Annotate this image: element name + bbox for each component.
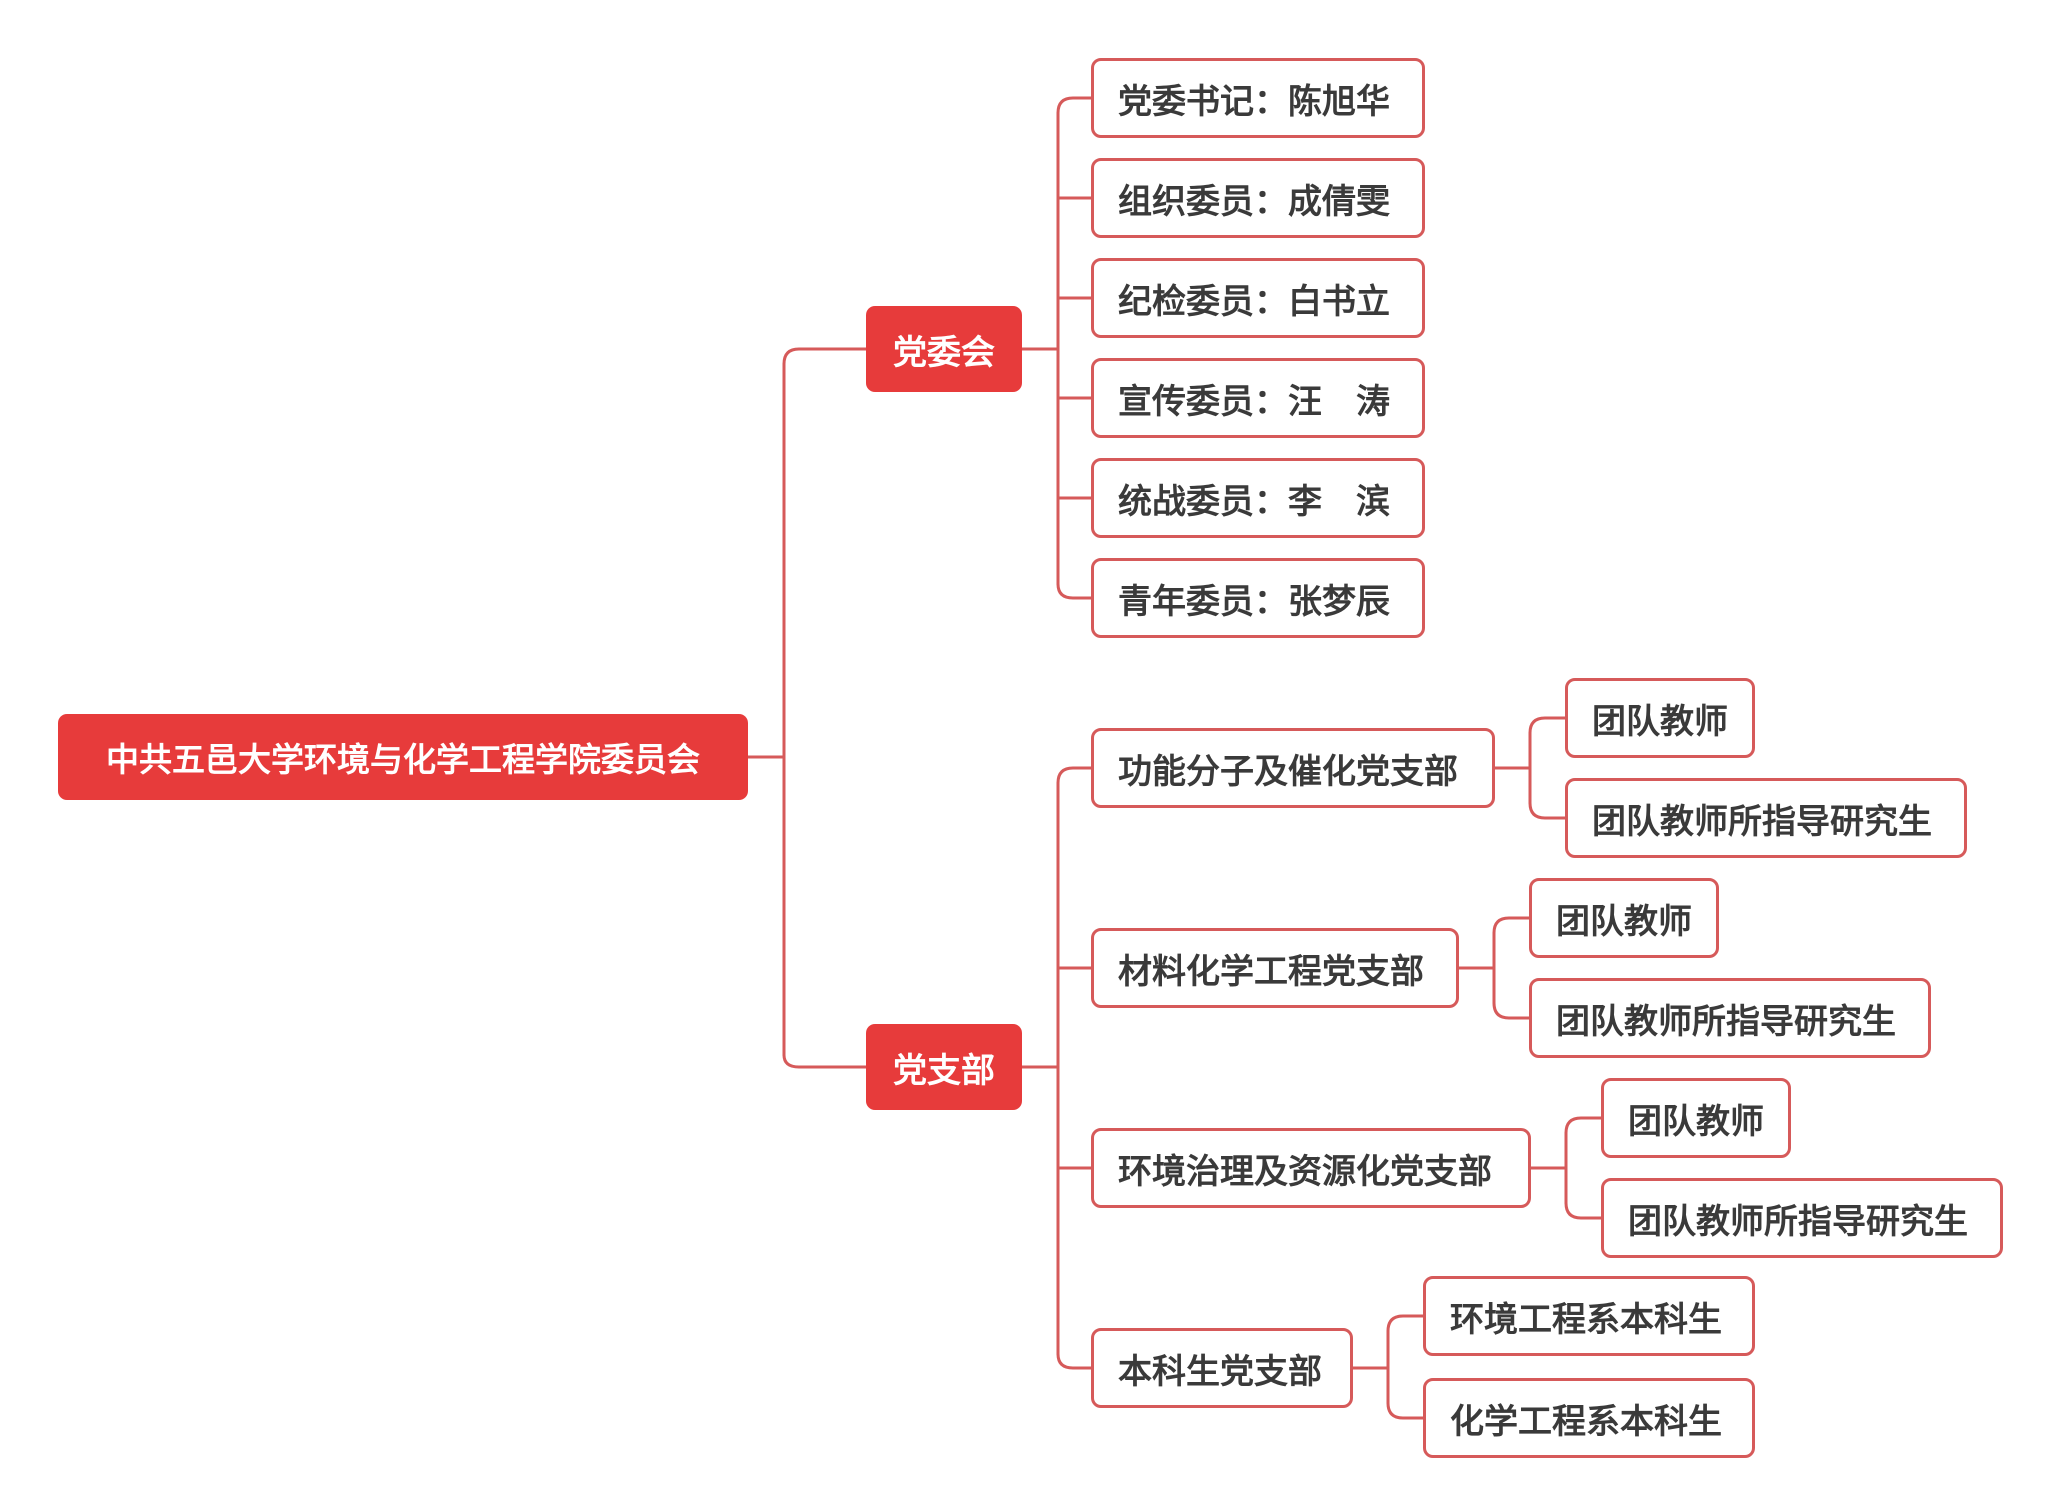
member-label: 统战委员：李 滨	[1118, 481, 1390, 522]
committee-member-node[interactable]: 青年委员：张梦辰	[1091, 558, 1425, 638]
member-label: 组织委员：成倩雯	[1118, 181, 1390, 222]
connector-line	[1528, 801, 1567, 820]
branch-label: 功能分子及催化党支部	[1118, 751, 1458, 792]
committee-member-node[interactable]: 组织委员：成倩雯	[1091, 158, 1425, 238]
branch-child-label: 环境工程系本科生	[1450, 1299, 1722, 1340]
committee-node[interactable]: 党委会	[866, 306, 1022, 392]
connector-line	[1564, 1116, 1603, 1135]
branch-node-undergraduate[interactable]: 本科生党支部	[1091, 1328, 1353, 1408]
connector-line	[1056, 582, 1093, 600]
branch-child-node[interactable]: 团队教师	[1529, 878, 1719, 958]
connector-line	[1386, 1401, 1425, 1420]
branch-node-materials-chemical[interactable]: 材料化学工程党支部	[1091, 928, 1459, 1008]
branch-child-node[interactable]: 团队教师所指导研究生	[1529, 978, 1931, 1058]
branch-child-node[interactable]: 团队教师所指导研究生	[1565, 778, 1967, 858]
connector-line	[1056, 96, 1093, 115]
branch-label: 材料化学工程党支部	[1118, 951, 1424, 992]
committee-member-node[interactable]: 宣传委员：汪 涛	[1091, 358, 1425, 438]
root-node[interactable]: 中共五邑大学环境与化学工程学院委员会	[58, 714, 748, 800]
connector-line	[1056, 1352, 1093, 1370]
branch-node-environmental-governance[interactable]: 环境治理及资源化党支部	[1091, 1128, 1531, 1208]
connector-line	[1564, 1201, 1603, 1220]
committee-member-node[interactable]: 统战委员：李 滨	[1091, 458, 1425, 538]
branches-label: 党支部	[893, 1050, 995, 1091]
branch-child-label: 团队教师所指导研究生	[1592, 801, 1932, 842]
connector-line	[1386, 1314, 1425, 1333]
committee-label: 党委会	[893, 332, 995, 373]
branch-node-functional-molecules[interactable]: 功能分子及催化党支部	[1091, 728, 1495, 808]
connector-line	[1056, 766, 1093, 785]
connector-line	[1492, 916, 1531, 935]
branch-child-node[interactable]: 团队教师	[1565, 678, 1755, 758]
root-label: 中共五邑大学环境与化学工程学院委员会	[106, 740, 700, 779]
member-label: 宣传委员：汪 涛	[1118, 381, 1390, 422]
branch-child-label: 团队教师	[1628, 1101, 1764, 1142]
branch-child-label: 化学工程系本科生	[1450, 1401, 1722, 1442]
branch-child-node[interactable]: 环境工程系本科生	[1423, 1276, 1755, 1356]
branch-label: 环境治理及资源化党支部	[1118, 1151, 1492, 1192]
connector-line	[1492, 1001, 1531, 1020]
member-label: 党委书记：陈旭华	[1118, 81, 1390, 122]
connector-line	[1528, 716, 1567, 735]
branches-node[interactable]: 党支部	[866, 1024, 1022, 1110]
member-label: 青年委员：张梦辰	[1118, 581, 1390, 622]
committee-member-node[interactable]: 党委书记：陈旭华	[1091, 58, 1425, 138]
branch-child-node[interactable]: 团队教师	[1601, 1078, 1791, 1158]
branch-child-node[interactable]: 团队教师所指导研究生	[1601, 1178, 2003, 1258]
branch-child-node[interactable]: 化学工程系本科生	[1423, 1378, 1755, 1458]
connector-line	[782, 347, 868, 366]
committee-member-node[interactable]: 纪检委员：白书立	[1091, 258, 1425, 338]
member-label: 纪检委员：白书立	[1118, 281, 1390, 322]
branch-child-label: 团队教师所指导研究生	[1628, 1201, 1968, 1242]
branch-child-label: 团队教师所指导研究生	[1556, 1001, 1896, 1042]
branch-label: 本科生党支部	[1118, 1351, 1322, 1392]
branch-child-label: 团队教师	[1592, 701, 1728, 742]
branch-child-label: 团队教师	[1556, 901, 1692, 942]
connector-line	[782, 1053, 868, 1069]
